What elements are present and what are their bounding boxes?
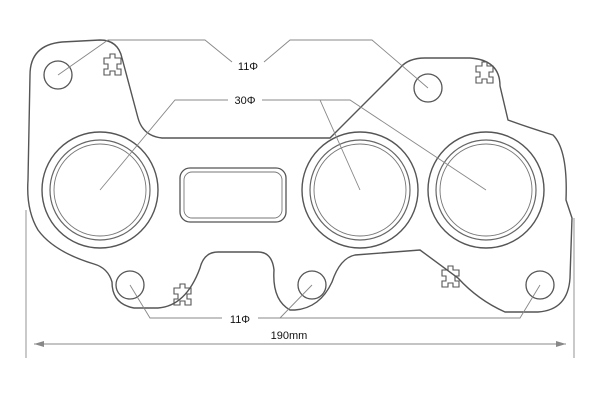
label-top-11: 11Φ <box>238 61 258 73</box>
bolt-hole-bottom-middle <box>297 270 327 300</box>
leader-bottom-11-middle <box>258 284 313 319</box>
leader-top-11-right <box>263 39 429 89</box>
center-slot-inner <box>183 171 283 219</box>
label-bottom-11: 11Φ <box>230 314 250 326</box>
large-port-right <box>427 131 545 249</box>
width-dimension <box>25 210 575 358</box>
leader-30-middle <box>262 99 361 191</box>
gasket-outer-outline <box>27 39 573 313</box>
dimension-arrow-right <box>556 341 566 347</box>
leader-top-11-left <box>57 39 233 76</box>
bolt-hole-top-right <box>413 73 443 103</box>
locator-mark-bottom-left <box>173 283 192 306</box>
label-30: 30Φ <box>234 95 255 107</box>
large-port-middle <box>301 131 419 249</box>
locator-mark-top-left <box>103 53 122 76</box>
center-slot <box>179 167 287 223</box>
locator-mark-bottom-right <box>441 265 460 288</box>
label-overall-width: 190mm <box>271 330 308 342</box>
leader-bottom-11-left <box>129 284 222 319</box>
leader-30-left <box>99 99 228 191</box>
bolt-hole-top-left <box>43 60 73 90</box>
leader-bottom-11-right <box>258 284 541 319</box>
large-port-left <box>41 131 159 249</box>
dimension-arrow-left <box>34 341 44 347</box>
locator-mark-top-right <box>475 61 494 84</box>
bolt-hole-bottom-left <box>115 270 145 300</box>
bolt-hole-bottom-right <box>525 270 555 300</box>
leader-30-right <box>262 99 487 191</box>
